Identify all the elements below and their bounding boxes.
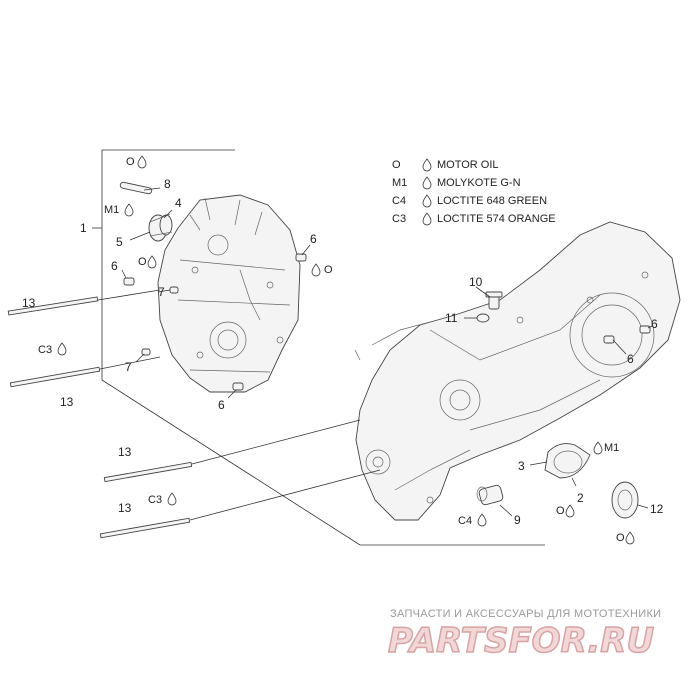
marker-code: C4 — [458, 515, 472, 527]
left-crankcase-half — [157, 194, 301, 393]
sealing-washer — [476, 313, 490, 323]
legend-code: O — [392, 159, 401, 171]
oil-seal — [611, 481, 639, 519]
dowel-pins — [123, 253, 651, 391]
drop-icon — [57, 342, 67, 356]
assembly-bracket — [92, 149, 545, 546]
marker-code: O — [126, 156, 135, 168]
drop-icon — [422, 176, 432, 190]
marker-code: C3 — [148, 494, 162, 506]
legend-text: LOCTITE 574 ORANGE — [437, 213, 556, 225]
callout-13: 13 — [22, 296, 36, 310]
marker-oil: O — [556, 504, 575, 518]
callout-13: 13 — [118, 501, 132, 515]
legend-text: MOTOR OIL — [437, 159, 499, 171]
callout-9: 9 — [514, 513, 521, 527]
drop-icon — [167, 492, 177, 506]
legend-row-motor-oil: O MOTOR OIL — [392, 158, 499, 172]
watermark-tagline: ЗАПЧАСТИ И АКСЕССУАРЫ ДЛЯ МОТОТЕХНИКИ — [390, 608, 661, 620]
callout-6: 6 — [111, 259, 118, 273]
legend-text: MOLYKOTE G-N — [437, 177, 521, 189]
legend-row-loctite-574: C3 LOCTITE 574 ORANGE — [392, 212, 556, 226]
drop-icon — [477, 513, 487, 527]
marker-code: O — [138, 256, 147, 268]
drop-icon — [422, 158, 432, 172]
marker-c3: C3 — [38, 342, 67, 356]
drop-icon — [422, 212, 432, 226]
lubricant-legend: O MOTOR OIL M1 MOLYKOTE G-N C4 LOCTITE 6… — [392, 158, 556, 226]
left-main-bearing — [148, 213, 173, 242]
watermark: ЗАПЧАСТИ И АКСЕССУАРЫ ДЛЯ МОТОТЕХНИКИ PA… — [387, 608, 661, 662]
marker-code: O — [616, 532, 625, 544]
callout-6: 6 — [310, 232, 317, 246]
marker-oil: O — [616, 531, 635, 545]
watermark-logo: PARTSFOR.RU — [388, 621, 654, 661]
callout-10: 10 — [469, 275, 483, 289]
callout-13: 13 — [60, 395, 74, 409]
legend-row-molykote: M1 MOLYKOTE G-N — [392, 176, 521, 190]
callout-11: 11 — [445, 311, 458, 325]
stud-bolt — [7, 296, 99, 316]
callout-6: 6 — [651, 317, 658, 331]
marker-code: O — [556, 505, 565, 517]
drop-icon — [124, 203, 134, 217]
right-crankcase-half — [354, 221, 681, 521]
marker-code: M1 — [104, 204, 119, 216]
callout-7: 7 — [158, 285, 165, 299]
stud-bolt — [103, 461, 193, 483]
callout-13: 13 — [118, 445, 132, 459]
stud-bolt — [9, 366, 101, 388]
bushing — [476, 484, 504, 506]
callout-2: 2 — [577, 491, 584, 505]
drop-icon — [311, 263, 321, 277]
crank-pin — [119, 181, 153, 195]
stud-bolts — [7, 289, 381, 539]
marker-oil: O — [311, 263, 333, 277]
right-main-bearing — [544, 443, 591, 479]
legend-row-loctite-648: C4 LOCTITE 648 GREEN — [392, 194, 547, 208]
callout-1: 1 — [80, 221, 87, 235]
callout-numbers: 1 2 3 4 5 6 6 6 6 6 7 7 8 9 10 11 12 13 … — [22, 177, 664, 527]
marker-code: M1 — [604, 442, 619, 454]
marker-oil: O — [126, 155, 147, 169]
lubricant-markers: O M1 O O C3 C3 M1 O — [38, 155, 635, 545]
drop-icon — [593, 441, 603, 455]
callout-6: 6 — [627, 352, 634, 366]
marker-code: O — [324, 264, 333, 276]
legend-text: LOCTITE 648 GREEN — [437, 195, 547, 207]
callout-7: 7 — [125, 360, 132, 374]
drop-icon — [147, 255, 157, 269]
callout-6: 6 — [218, 398, 225, 412]
callout-12: 12 — [650, 502, 664, 516]
stud-bolt — [99, 517, 191, 539]
callout-5: 5 — [116, 235, 123, 249]
marker-c3: C3 — [148, 492, 177, 506]
legend-code: C3 — [392, 213, 406, 225]
marker-molykote: M1 — [104, 203, 134, 217]
marker-code: C3 — [38, 344, 52, 356]
marker-c4: C4 — [458, 513, 487, 527]
leader-lines — [121, 187, 653, 517]
drop-icon — [625, 531, 635, 545]
drop-icon — [422, 194, 432, 208]
callout-8: 8 — [164, 177, 171, 191]
legend-code: C4 — [392, 195, 406, 207]
drop-icon — [137, 155, 147, 169]
marker-molykote: M1 — [593, 441, 619, 455]
legend-code: M1 — [392, 177, 407, 189]
callout-3: 3 — [518, 459, 525, 473]
drop-icon — [565, 504, 575, 518]
marker-oil: O — [138, 255, 157, 269]
callout-4: 4 — [175, 196, 182, 210]
